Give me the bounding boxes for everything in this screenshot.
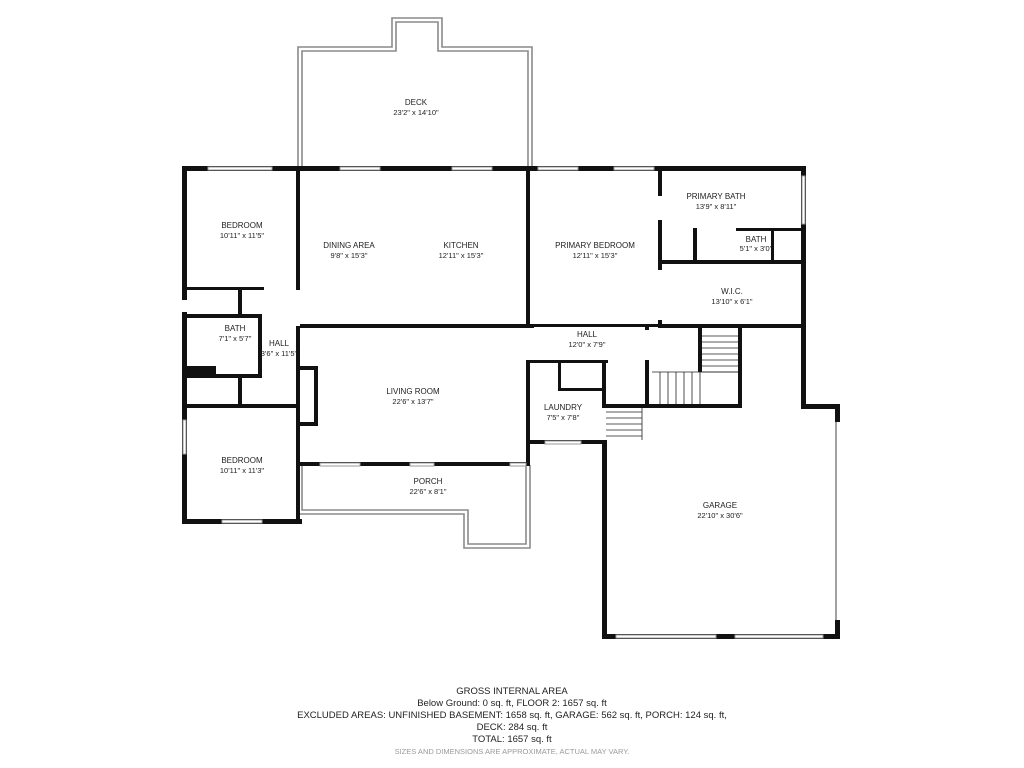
hall-center-dims: 12'0" x 7'9" bbox=[569, 340, 606, 349]
bath-small-dims: 5'1" x 3'0" bbox=[740, 244, 773, 253]
summary-disclaimer: SIZES AND DIMENSIONS ARE APPROXIMATE, AC… bbox=[394, 747, 630, 756]
area-summary: GROSS INTERNAL AREA Below Ground: 0 sq. … bbox=[0, 686, 1024, 758]
bedroom-bottom-dims: 10'11" x 11'3" bbox=[220, 466, 265, 475]
summary-line-1: Below Ground: 0 sq. ft, FLOOR 2: 1657 sq… bbox=[417, 698, 607, 709]
deck-outline bbox=[297, 17, 533, 168]
hall-left-dims: 3'6" x 11'5" bbox=[261, 349, 298, 358]
deck-dims: 23'2" x 14'10" bbox=[393, 108, 439, 117]
bedroom-top-dims: 10'11" x 11'5" bbox=[220, 231, 265, 240]
bath-small-name: BATH bbox=[746, 235, 767, 244]
bath-left-dims: 7'1" x 5'7" bbox=[219, 334, 252, 343]
living-room-name: LIVING ROOM bbox=[386, 387, 440, 396]
garage-name: GARAGE bbox=[703, 501, 737, 510]
summary-line-3: DECK: 284 sq. ft bbox=[476, 722, 548, 733]
primary-bedroom-name: PRIMARY BEDROOM bbox=[555, 241, 635, 250]
primary-bath-dims: 13'9" x 8'11" bbox=[696, 202, 737, 211]
primary-bath-name: PRIMARY BATH bbox=[686, 192, 745, 201]
dining-name: DINING AREA bbox=[323, 241, 375, 250]
primary-bedroom-dims: 12'11" x 15'3" bbox=[573, 251, 618, 260]
wic-name: W.I.C. bbox=[721, 287, 743, 296]
summary-title: GROSS INTERNAL AREA bbox=[456, 686, 568, 697]
bedroom-bottom-name: BEDROOM bbox=[221, 456, 263, 465]
living-room-dims: 22'6" x 13'7" bbox=[392, 397, 433, 406]
deck-name: DECK bbox=[405, 98, 428, 107]
hall-left-name: HALL bbox=[269, 339, 290, 348]
porch-dims: 22'6" x 8'1" bbox=[410, 487, 447, 496]
staircase bbox=[606, 335, 738, 440]
summary-line-2: EXCLUDED AREAS: UNFINISHED BASEMENT: 165… bbox=[297, 710, 727, 721]
porch-name: PORCH bbox=[414, 477, 443, 486]
dining-dims: 9'8" x 15'3" bbox=[331, 251, 368, 260]
wic-dims: 13'10" x 6'1" bbox=[711, 297, 752, 306]
laundry-name: LAUNDRY bbox=[544, 403, 583, 412]
kitchen-dims: 12'11" x 15'3" bbox=[439, 251, 484, 260]
bath-left-name: BATH bbox=[225, 324, 246, 333]
laundry-dims: 7'5" x 7'8" bbox=[547, 413, 580, 422]
hall-center-name: HALL bbox=[577, 330, 598, 339]
windows bbox=[182, 166, 824, 639]
summary-line-4: TOTAL: 1657 sq. ft bbox=[472, 734, 552, 745]
bedroom-top-name: BEDROOM bbox=[221, 221, 263, 230]
walls bbox=[182, 166, 840, 639]
room-labels: DECK 23'2" x 14'10" BEDROOM 10'11" x 11'… bbox=[219, 98, 773, 520]
door-openings bbox=[182, 196, 662, 440]
kitchen-name: KITCHEN bbox=[443, 241, 478, 250]
garage-dims: 22'10" x 30'6" bbox=[697, 511, 743, 520]
